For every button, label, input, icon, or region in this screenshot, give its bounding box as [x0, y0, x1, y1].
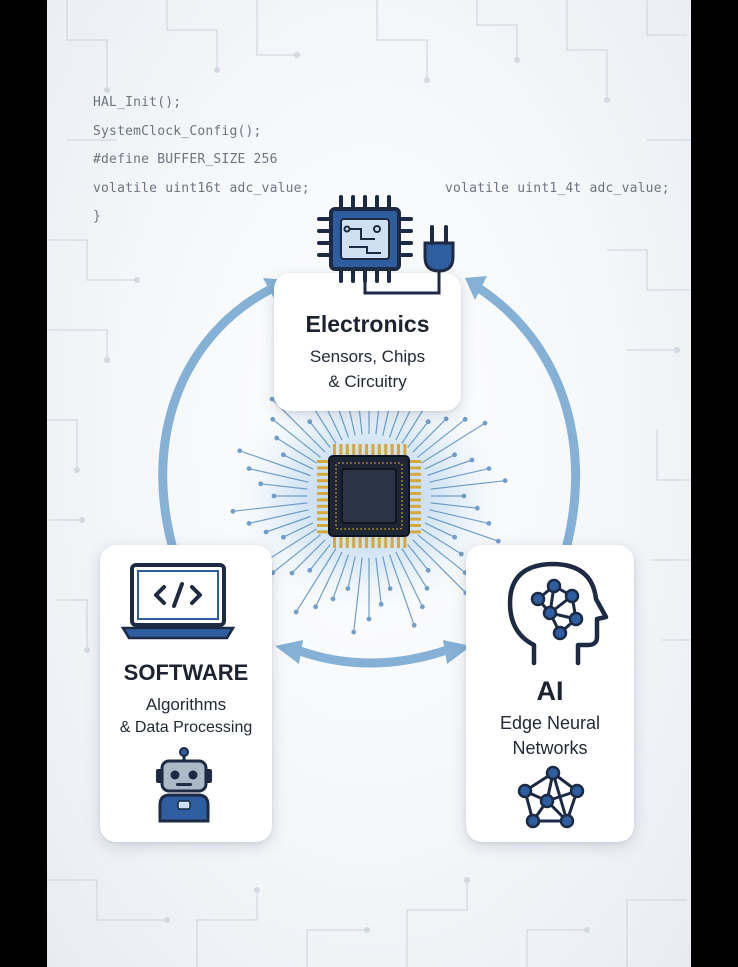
code-line-2: SystemClock_Config();: [93, 124, 262, 139]
software-card: SOFTWARE Algorithms & Data Processing: [100, 545, 272, 842]
robot-icon: [156, 747, 212, 823]
neural-network-icon: [517, 765, 585, 829]
brain-network-head-icon: [507, 561, 609, 666]
code-line-1: HAL_Init();: [93, 95, 182, 110]
electronics-line1: Sensors, Chips: [309, 347, 426, 366]
ai-card: AI Edge Neural Networks: [466, 545, 634, 842]
ai-line1: Edge Neural: [499, 713, 601, 733]
diagram-canvas: HAL_Init(); SystemClock_Config(); #defin…: [47, 0, 691, 967]
central-processor-icon: [317, 444, 421, 548]
laptop-code-icon: [121, 563, 235, 640]
code-line-4: volatile uint16t adc_value;: [93, 181, 310, 196]
code-line-3: #define BUFFER_SIZE 256: [93, 152, 278, 167]
electronics-title: Electronics: [305, 311, 430, 337]
software-line1: Algorithms: [145, 695, 227, 714]
electronics-card: Electronics Sensors, Chips & Circuitry: [274, 273, 461, 411]
microchip-with-plug-icon: [317, 195, 455, 295]
electronics-line2: & Circuitry: [328, 372, 407, 391]
code-line-5: }: [93, 209, 102, 224]
ai-line2: Networks: [512, 738, 588, 758]
software-line2: & Data Processing: [119, 719, 253, 736]
ai-title: AI: [536, 676, 564, 706]
software-title: SOFTWARE: [123, 660, 249, 685]
code-line-right: volatile uint1_4t adc_value;: [445, 181, 670, 196]
